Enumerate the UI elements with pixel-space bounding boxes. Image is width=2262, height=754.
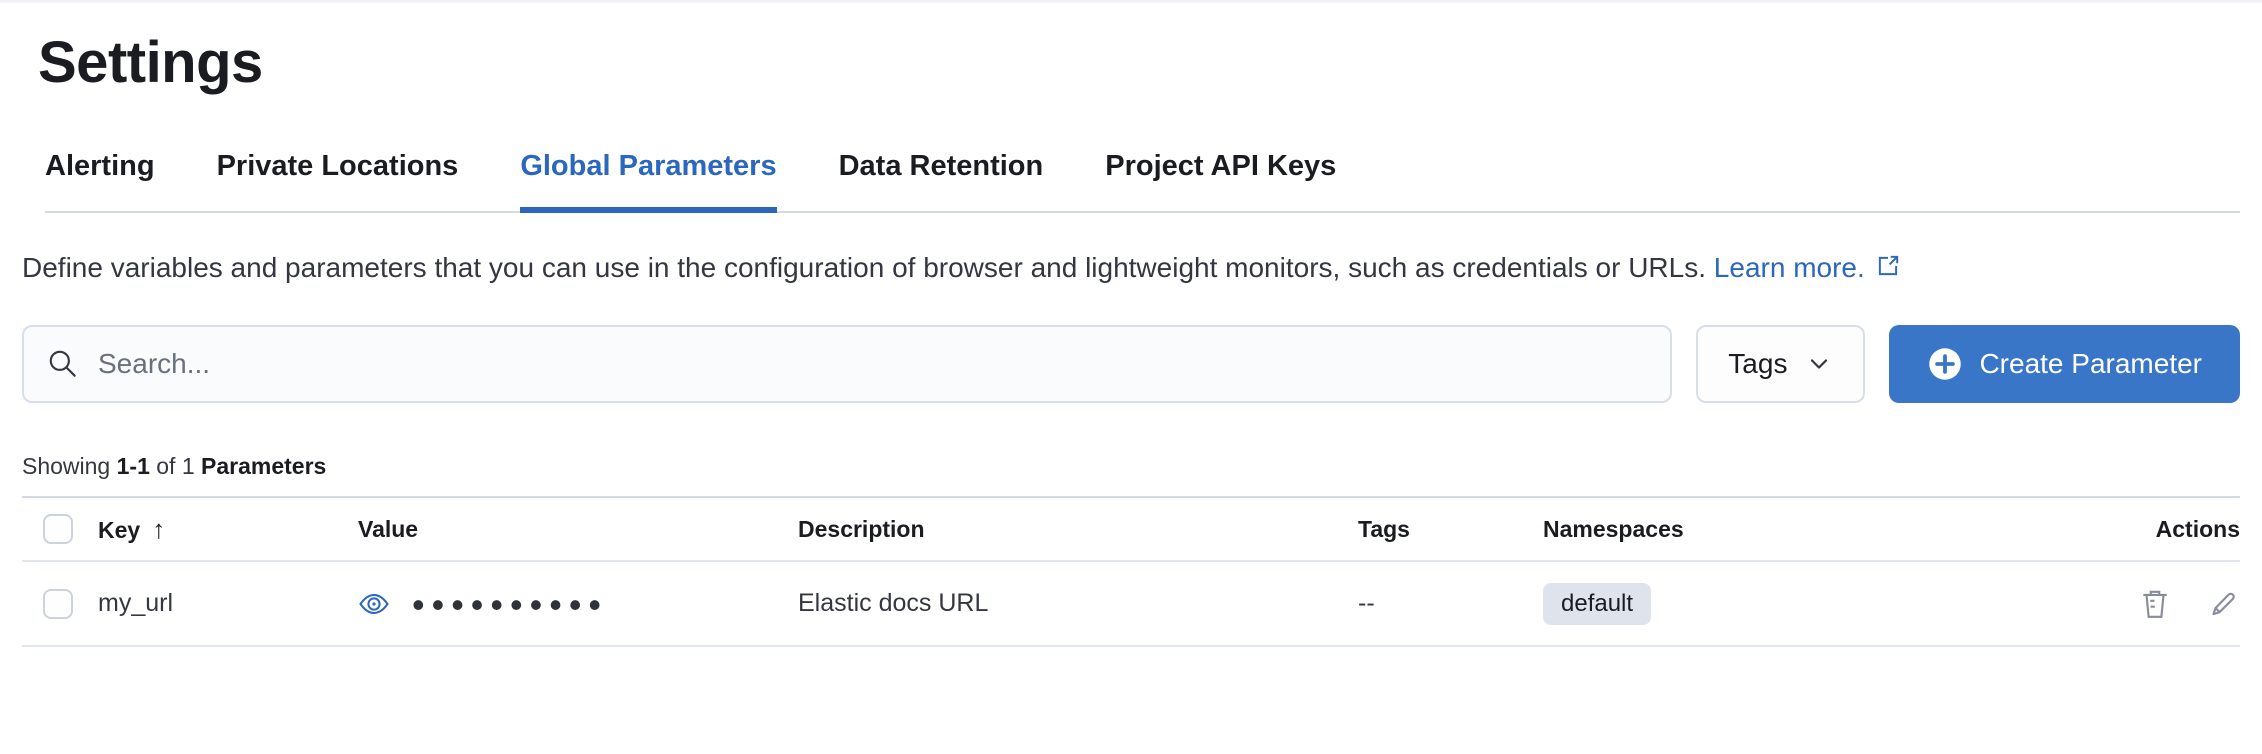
delete-parameter-icon[interactable]: [2138, 587, 2172, 621]
tab-bar: Alerting Private Locations Global Parame…: [45, 150, 2240, 213]
tab-data-retention[interactable]: Data Retention: [838, 150, 1044, 182]
learn-more-link[interactable]: Learn more.: [1714, 252, 1901, 283]
table-row: my_url •••••••••• Elastic docs URL -- de…: [22, 560, 2240, 647]
column-header-value: Value: [358, 515, 419, 542]
results-range: 1-1: [116, 453, 150, 479]
results-summary: Showing 1-1 of 1 Parameters: [22, 453, 327, 479]
search-input[interactable]: [98, 348, 1647, 380]
tab-global-parameters[interactable]: Global Parameters: [520, 150, 777, 213]
results-entity: Parameters: [201, 453, 327, 479]
chevron-down-icon: [1811, 359, 1828, 369]
edit-parameter-icon[interactable]: [2206, 587, 2240, 621]
param-tags: --: [1358, 589, 1375, 617]
toolbar: Tags Create Parameter: [22, 325, 2240, 403]
table-header-row: Key↑ Value Description Tags Namespaces A…: [22, 496, 2240, 560]
parameters-table: Key↑ Value Description Tags Namespaces A…: [22, 496, 2240, 647]
page-title: Settings: [38, 30, 263, 95]
tab-project-api-keys[interactable]: Project API Keys: [1105, 150, 1337, 182]
description-text: Define variables and parameters that you…: [22, 252, 1707, 283]
column-header-namespaces: Namespaces: [1543, 515, 1684, 542]
reveal-value-icon[interactable]: [358, 588, 390, 620]
column-header-description: Description: [798, 515, 925, 542]
create-parameter-button[interactable]: Create Parameter: [1889, 325, 2240, 403]
column-header-actions: Actions: [2155, 515, 2240, 542]
column-header-tags: Tags: [1358, 515, 1410, 542]
external-link-icon: [1878, 255, 1898, 276]
tab-alerting[interactable]: Alerting: [45, 150, 155, 182]
row-actions: [2023, 587, 2240, 621]
masked-value: ••••••••••: [412, 583, 609, 625]
tab-private-locations[interactable]: Private Locations: [216, 150, 459, 182]
param-description: Elastic docs URL: [798, 589, 989, 617]
param-key: my_url: [98, 589, 174, 617]
plus-in-circle-icon: [1929, 348, 1962, 380]
select-all-checkbox[interactable]: [43, 514, 73, 544]
param-value: ••••••••••: [358, 585, 798, 623]
settings-page: Settings Alerting Private Locations Glob…: [0, 29, 2262, 647]
namespace-badge: default: [1543, 582, 1652, 625]
search-icon: [49, 350, 76, 377]
search-box[interactable]: [22, 325, 1673, 403]
page-description: Define variables and parameters that you…: [22, 243, 2240, 293]
tags-filter-button[interactable]: Tags: [1696, 325, 1866, 403]
row-checkbox[interactable]: [43, 588, 73, 619]
sort-ascending-icon: ↑: [152, 513, 166, 544]
column-header-key[interactable]: Key↑: [98, 513, 166, 544]
